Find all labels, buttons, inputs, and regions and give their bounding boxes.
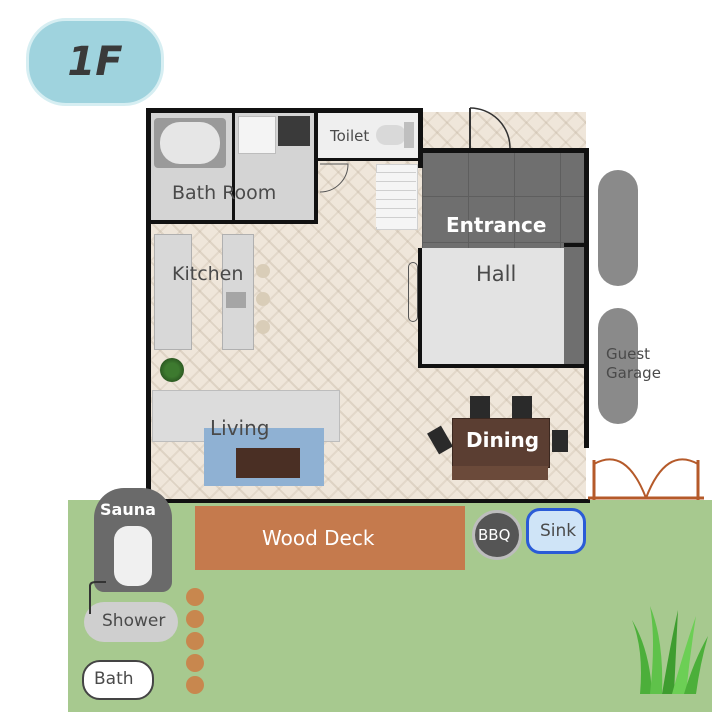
- label-bbq: BBQ: [478, 526, 511, 544]
- gate-icon: [588, 458, 704, 500]
- label-bath-room: Bath Room: [172, 182, 277, 204]
- stepping-stone: [186, 654, 204, 672]
- stair-step: [376, 181, 416, 191]
- dining-chair: [470, 396, 490, 418]
- entrance-door-icon: [469, 107, 511, 149]
- stair-step: [376, 172, 416, 182]
- entrance-floor: [422, 150, 586, 248]
- shower-head-icon: [89, 581, 106, 614]
- shower-pad: [84, 602, 178, 642]
- coffee-table: [236, 448, 300, 478]
- stair-step: [376, 190, 416, 200]
- label-shower: Shower: [102, 611, 166, 631]
- toilet-tank: [404, 122, 414, 148]
- label-wood-deck: Wood Deck: [262, 526, 375, 550]
- hall-side-strip: [564, 248, 586, 364]
- toilet-fixture: [376, 125, 406, 145]
- label-sauna: Sauna: [100, 500, 156, 519]
- stair-step: [376, 199, 416, 209]
- dining-chair: [552, 430, 568, 452]
- wall-toilet-bottom: [318, 158, 420, 161]
- label-guest-garage-line1: Guest: [606, 345, 651, 363]
- wall-top-left: [146, 108, 420, 113]
- dining-table: [452, 418, 550, 468]
- label-guest-garage-line2: Garage: [606, 364, 661, 382]
- hall-door-icon: [408, 262, 418, 322]
- kitchen-stool: [256, 292, 270, 306]
- kitchen-stool: [256, 320, 270, 334]
- grass-icon: [632, 606, 708, 694]
- bath-door-icon: [319, 163, 349, 193]
- outdoor-sink: [526, 508, 586, 554]
- wall-entrance-hall: [564, 243, 588, 247]
- dining-bench: [452, 466, 548, 480]
- label-kitchen: Kitchen: [172, 263, 244, 285]
- garage-pad-top: [598, 170, 638, 286]
- wood-deck: [195, 506, 465, 570]
- wall-bath-bottom: [146, 220, 318, 224]
- wall-bath-right: [314, 108, 318, 220]
- washing-machine: [278, 116, 310, 146]
- hall-floor: [422, 248, 564, 364]
- label-sink: Sink: [540, 521, 577, 541]
- stair-step: [376, 217, 416, 227]
- sauna-door: [114, 526, 152, 586]
- wall-bottom: [146, 499, 590, 503]
- dining-chair: [512, 396, 532, 418]
- stepping-stone: [186, 610, 204, 628]
- wall-hall-bottom: [418, 364, 588, 368]
- label-toilet: Toilet: [330, 127, 370, 145]
- wall-bath-divider: [232, 108, 235, 220]
- kitchen-sink: [226, 292, 246, 308]
- stepping-stone: [186, 588, 204, 606]
- wall-right: [584, 148, 589, 448]
- wall-left: [146, 108, 151, 503]
- wall-hall-left: [418, 248, 422, 368]
- label-dining: Dining: [466, 428, 540, 452]
- outdoor-bath: [82, 660, 154, 700]
- washbasin: [238, 116, 276, 154]
- plant-icon: [160, 358, 184, 382]
- kitchen-stool: [256, 264, 270, 278]
- garage-pad-bottom: [598, 308, 638, 424]
- kitchen-counter-left: [154, 234, 192, 350]
- label-bath: Bath: [94, 669, 134, 689]
- floor-badge: 1F: [26, 18, 164, 106]
- stepping-stone: [186, 676, 204, 694]
- bathtub-basin: [160, 122, 220, 164]
- label-living: Living: [210, 416, 270, 440]
- wall-entrance-left: [418, 108, 423, 168]
- bbq-grill: [472, 510, 522, 560]
- stepping-stone: [186, 632, 204, 650]
- stair-step: [376, 208, 416, 218]
- label-entrance: Entrance: [446, 213, 547, 237]
- wall-entrance-top: [418, 148, 588, 153]
- label-hall: Hall: [476, 262, 517, 286]
